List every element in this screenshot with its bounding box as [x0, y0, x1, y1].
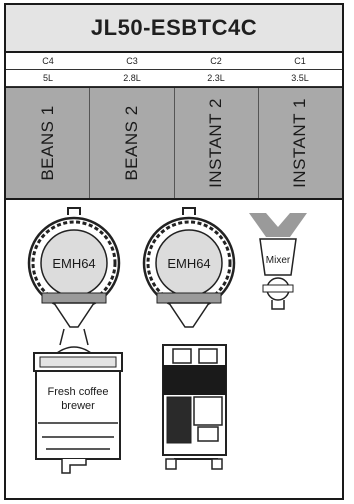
- canister-code: C1: [294, 56, 306, 66]
- brewer-unit-2: [162, 344, 227, 470]
- canister-code: C3: [126, 56, 138, 66]
- canister-label-cell: BEANS 2: [90, 88, 175, 198]
- mixer: Mixer: [249, 213, 307, 310]
- canister-size-row: 5L 2.8L 2.3L 3.5L: [6, 70, 342, 87]
- configuration-sheet: JL50-ESBTC4C C4 C3 C2 C1 5L 2.8L 2.3L 3.…: [4, 3, 344, 500]
- grinder-1-label: EMH64: [52, 256, 95, 271]
- component-diagram: EMH64 EMH64 Mixer: [6, 197, 342, 497]
- grinder-2-label: EMH64: [167, 256, 210, 271]
- canister-label: INSTANT 2: [206, 98, 226, 188]
- grinder-1: EMH64: [27, 207, 121, 328]
- canister-code-row: C4 C3 C2 C1: [6, 53, 342, 70]
- brewer-label-line-1: Fresh coffee: [48, 386, 109, 398]
- canister-label: BEANS 1: [37, 105, 57, 181]
- canister-code: C2: [210, 56, 222, 66]
- grinder-2: EMH64: [142, 207, 236, 328]
- canister-label-cell: INSTANT 2: [175, 88, 259, 198]
- canister-code: C4: [42, 56, 54, 66]
- model-title: JL50-ESBTC4C: [6, 5, 342, 53]
- canister-size: 2.3L: [207, 73, 225, 83]
- fresh-coffee-brewer: Fresh coffee brewer: [33, 328, 123, 474]
- brewer-label-line-2: brewer: [61, 400, 95, 412]
- canister-labels: BEANS 1 BEANS 2 INSTANT 2 INSTANT 1: [6, 87, 342, 200]
- canister-label-cell: BEANS 1: [6, 88, 91, 198]
- canister-label: INSTANT 1: [290, 98, 310, 188]
- canister-label: BEANS 2: [121, 105, 141, 181]
- canister-size: 3.5L: [291, 73, 309, 83]
- canister-size: 2.8L: [123, 73, 141, 83]
- component-diagram-svg: EMH64 EMH64 Mixer: [27, 207, 307, 474]
- canister-specs: C4 C3 C2 C1 5L 2.8L 2.3L 3.5L: [6, 53, 342, 87]
- canister-size: 5L: [42, 73, 53, 83]
- canister-label-cell: INSTANT 1: [259, 88, 342, 198]
- mixer-label: Mixer: [266, 255, 291, 266]
